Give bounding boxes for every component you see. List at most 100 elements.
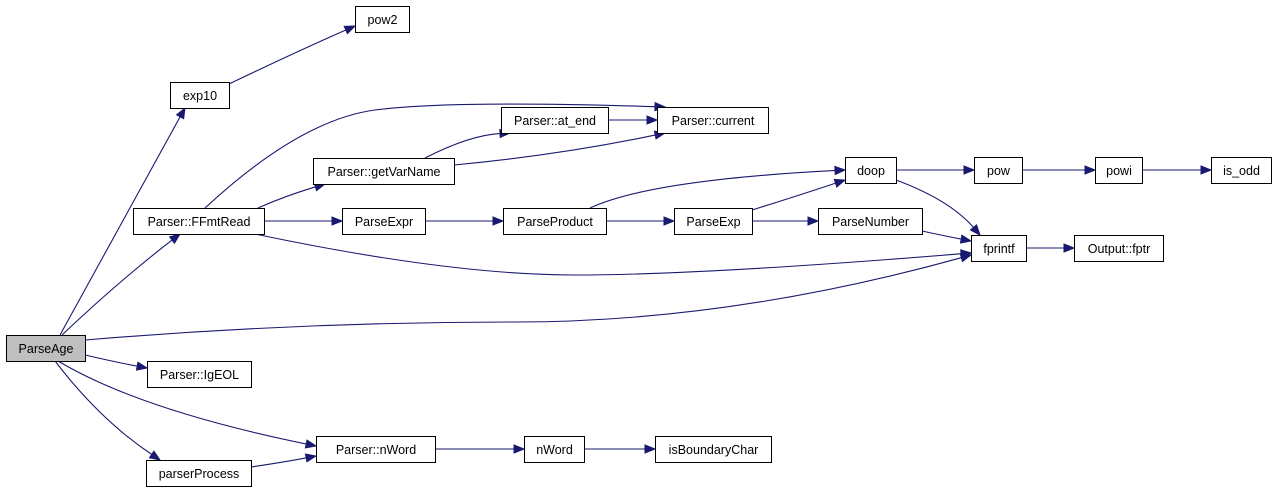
- node-box: [1095, 157, 1143, 184]
- node-is-odd[interactable]: is_odd: [1211, 157, 1272, 184]
- node-box: [971, 235, 1027, 262]
- edge-ParseAge-to-exp10: [59, 106, 186, 336]
- edge-line: [895, 179, 975, 229]
- edge-fprintf-to-fptr: [1026, 243, 1076, 253]
- edge-FFmtRead-to-fprintf: [254, 233, 973, 276]
- node-label: doop: [857, 164, 885, 178]
- edge-line: [54, 360, 153, 456]
- arrowhead-icon: [963, 165, 976, 175]
- node-box: [657, 107, 769, 134]
- node-box: [655, 436, 772, 463]
- arrowhead-icon: [1084, 165, 1097, 175]
- node-parseproduct[interactable]: ParseProduct: [503, 208, 607, 235]
- edge-ParseAge-to-nWord_parser: [57, 360, 318, 449]
- edge-line: [254, 233, 963, 276]
- node-current[interactable]: Parser::current: [657, 107, 769, 134]
- arrowhead-icon: [304, 439, 318, 449]
- edge-powi-to-is_odd: [1142, 165, 1213, 175]
- node-box: [313, 158, 455, 185]
- edge-line: [453, 134, 657, 166]
- node-label: exp10: [183, 89, 217, 103]
- node-label: ParseExp: [686, 215, 740, 229]
- node-isboundarychar[interactable]: isBoundaryChar: [655, 436, 772, 463]
- node-label: Parser::FFmtRead: [148, 215, 251, 229]
- edge-ParseProduct-to-ParseExp: [606, 216, 676, 226]
- node-label: Parser::at_end: [514, 114, 596, 128]
- node-fprintf[interactable]: fprintf: [971, 235, 1027, 262]
- node-parseexpr[interactable]: ParseExpr: [342, 208, 426, 235]
- edge-ParseAge-to-fprintf: [84, 253, 973, 341]
- arrowhead-icon: [343, 25, 357, 35]
- node-nword-parser[interactable]: Parser::nWord: [316, 436, 436, 463]
- edge-getVarName-to-current: [453, 130, 667, 166]
- node-label: Parser::getVarName: [327, 165, 440, 179]
- node-ffmtread[interactable]: Parser::FFmtRead: [133, 208, 265, 235]
- edge-at_end-to-current: [608, 115, 659, 125]
- arrowhead-icon: [1063, 243, 1076, 253]
- node-box: [147, 361, 252, 388]
- node-label: ParseProduct: [517, 215, 593, 229]
- node-label: ParseNumber: [832, 215, 909, 229]
- arrowhead-icon: [834, 165, 847, 176]
- node-label: fprintf: [983, 242, 1015, 256]
- edge-doop-to-fprintf: [895, 179, 981, 237]
- edges-layer: [54, 25, 1213, 468]
- arrowhead-icon: [492, 216, 505, 226]
- node-box: [845, 157, 897, 184]
- arrowhead-icon: [1200, 165, 1213, 175]
- node-getvarname[interactable]: Parser::getVarName: [313, 158, 455, 185]
- node-box: [674, 208, 753, 235]
- node-label: pow2: [368, 13, 398, 27]
- node-box: [342, 208, 426, 235]
- node-label: ParseAge: [19, 342, 74, 356]
- node-label: ParseExpr: [355, 215, 413, 229]
- node-parseage[interactable]: ParseAge: [6, 335, 86, 362]
- edge-FFmtRead-to-getVarName: [257, 182, 327, 209]
- arrowhead-icon: [304, 453, 318, 463]
- arrowhead-icon: [959, 234, 973, 244]
- node-label: parserProcess: [159, 467, 240, 481]
- edge-line: [61, 239, 174, 336]
- node-label: is_odd: [1223, 164, 1260, 178]
- node-igeol[interactable]: Parser::IgEOL: [147, 361, 252, 388]
- node-exp10[interactable]: exp10: [170, 82, 230, 109]
- node-box: [316, 436, 436, 463]
- node-fptr[interactable]: Output::fptr: [1074, 235, 1164, 262]
- node-parserprocess[interactable]: parserProcess: [146, 460, 252, 487]
- node-at-end[interactable]: Parser::at_end: [501, 107, 609, 134]
- node-pow[interactable]: pow: [974, 157, 1023, 184]
- node-box: [146, 460, 252, 487]
- arrowhead-icon: [646, 115, 659, 125]
- edge-ParseNumber-to-fprintf: [921, 230, 973, 244]
- arrowhead-icon: [331, 216, 344, 226]
- node-nword[interactable]: nWord: [524, 436, 585, 463]
- edge-ParseExp-to-doop: [751, 178, 847, 211]
- edge-line: [589, 169, 837, 209]
- node-powi[interactable]: powi: [1095, 157, 1143, 184]
- node-parseexp[interactable]: ParseExp: [674, 208, 753, 235]
- node-parsenumber[interactable]: ParseNumber: [818, 208, 923, 235]
- edge-line: [921, 230, 963, 240]
- node-label: nWord: [536, 443, 573, 457]
- node-label: Parser::IgEOL: [160, 368, 239, 382]
- node-box: [355, 6, 410, 33]
- edge-ParseExp-to-ParseNumber: [752, 216, 820, 226]
- edge-line: [84, 354, 139, 367]
- node-doop[interactable]: doop: [845, 157, 897, 184]
- node-label: isBoundaryChar: [669, 443, 759, 457]
- node-box: [1211, 157, 1272, 184]
- edge-line: [59, 115, 182, 336]
- arrowhead-icon: [807, 216, 820, 226]
- edge-line: [57, 360, 308, 445]
- node-pow2[interactable]: pow2: [355, 6, 410, 33]
- node-label: Output::fptr: [1088, 242, 1151, 256]
- edge-line: [228, 29, 347, 85]
- edge-line: [424, 132, 502, 159]
- edge-line: [204, 103, 657, 209]
- node-box: [501, 107, 609, 134]
- node-label: powi: [1106, 164, 1132, 178]
- node-box: [503, 208, 607, 235]
- edge-pow-to-powi: [1022, 165, 1097, 175]
- arrowhead-icon: [175, 106, 186, 120]
